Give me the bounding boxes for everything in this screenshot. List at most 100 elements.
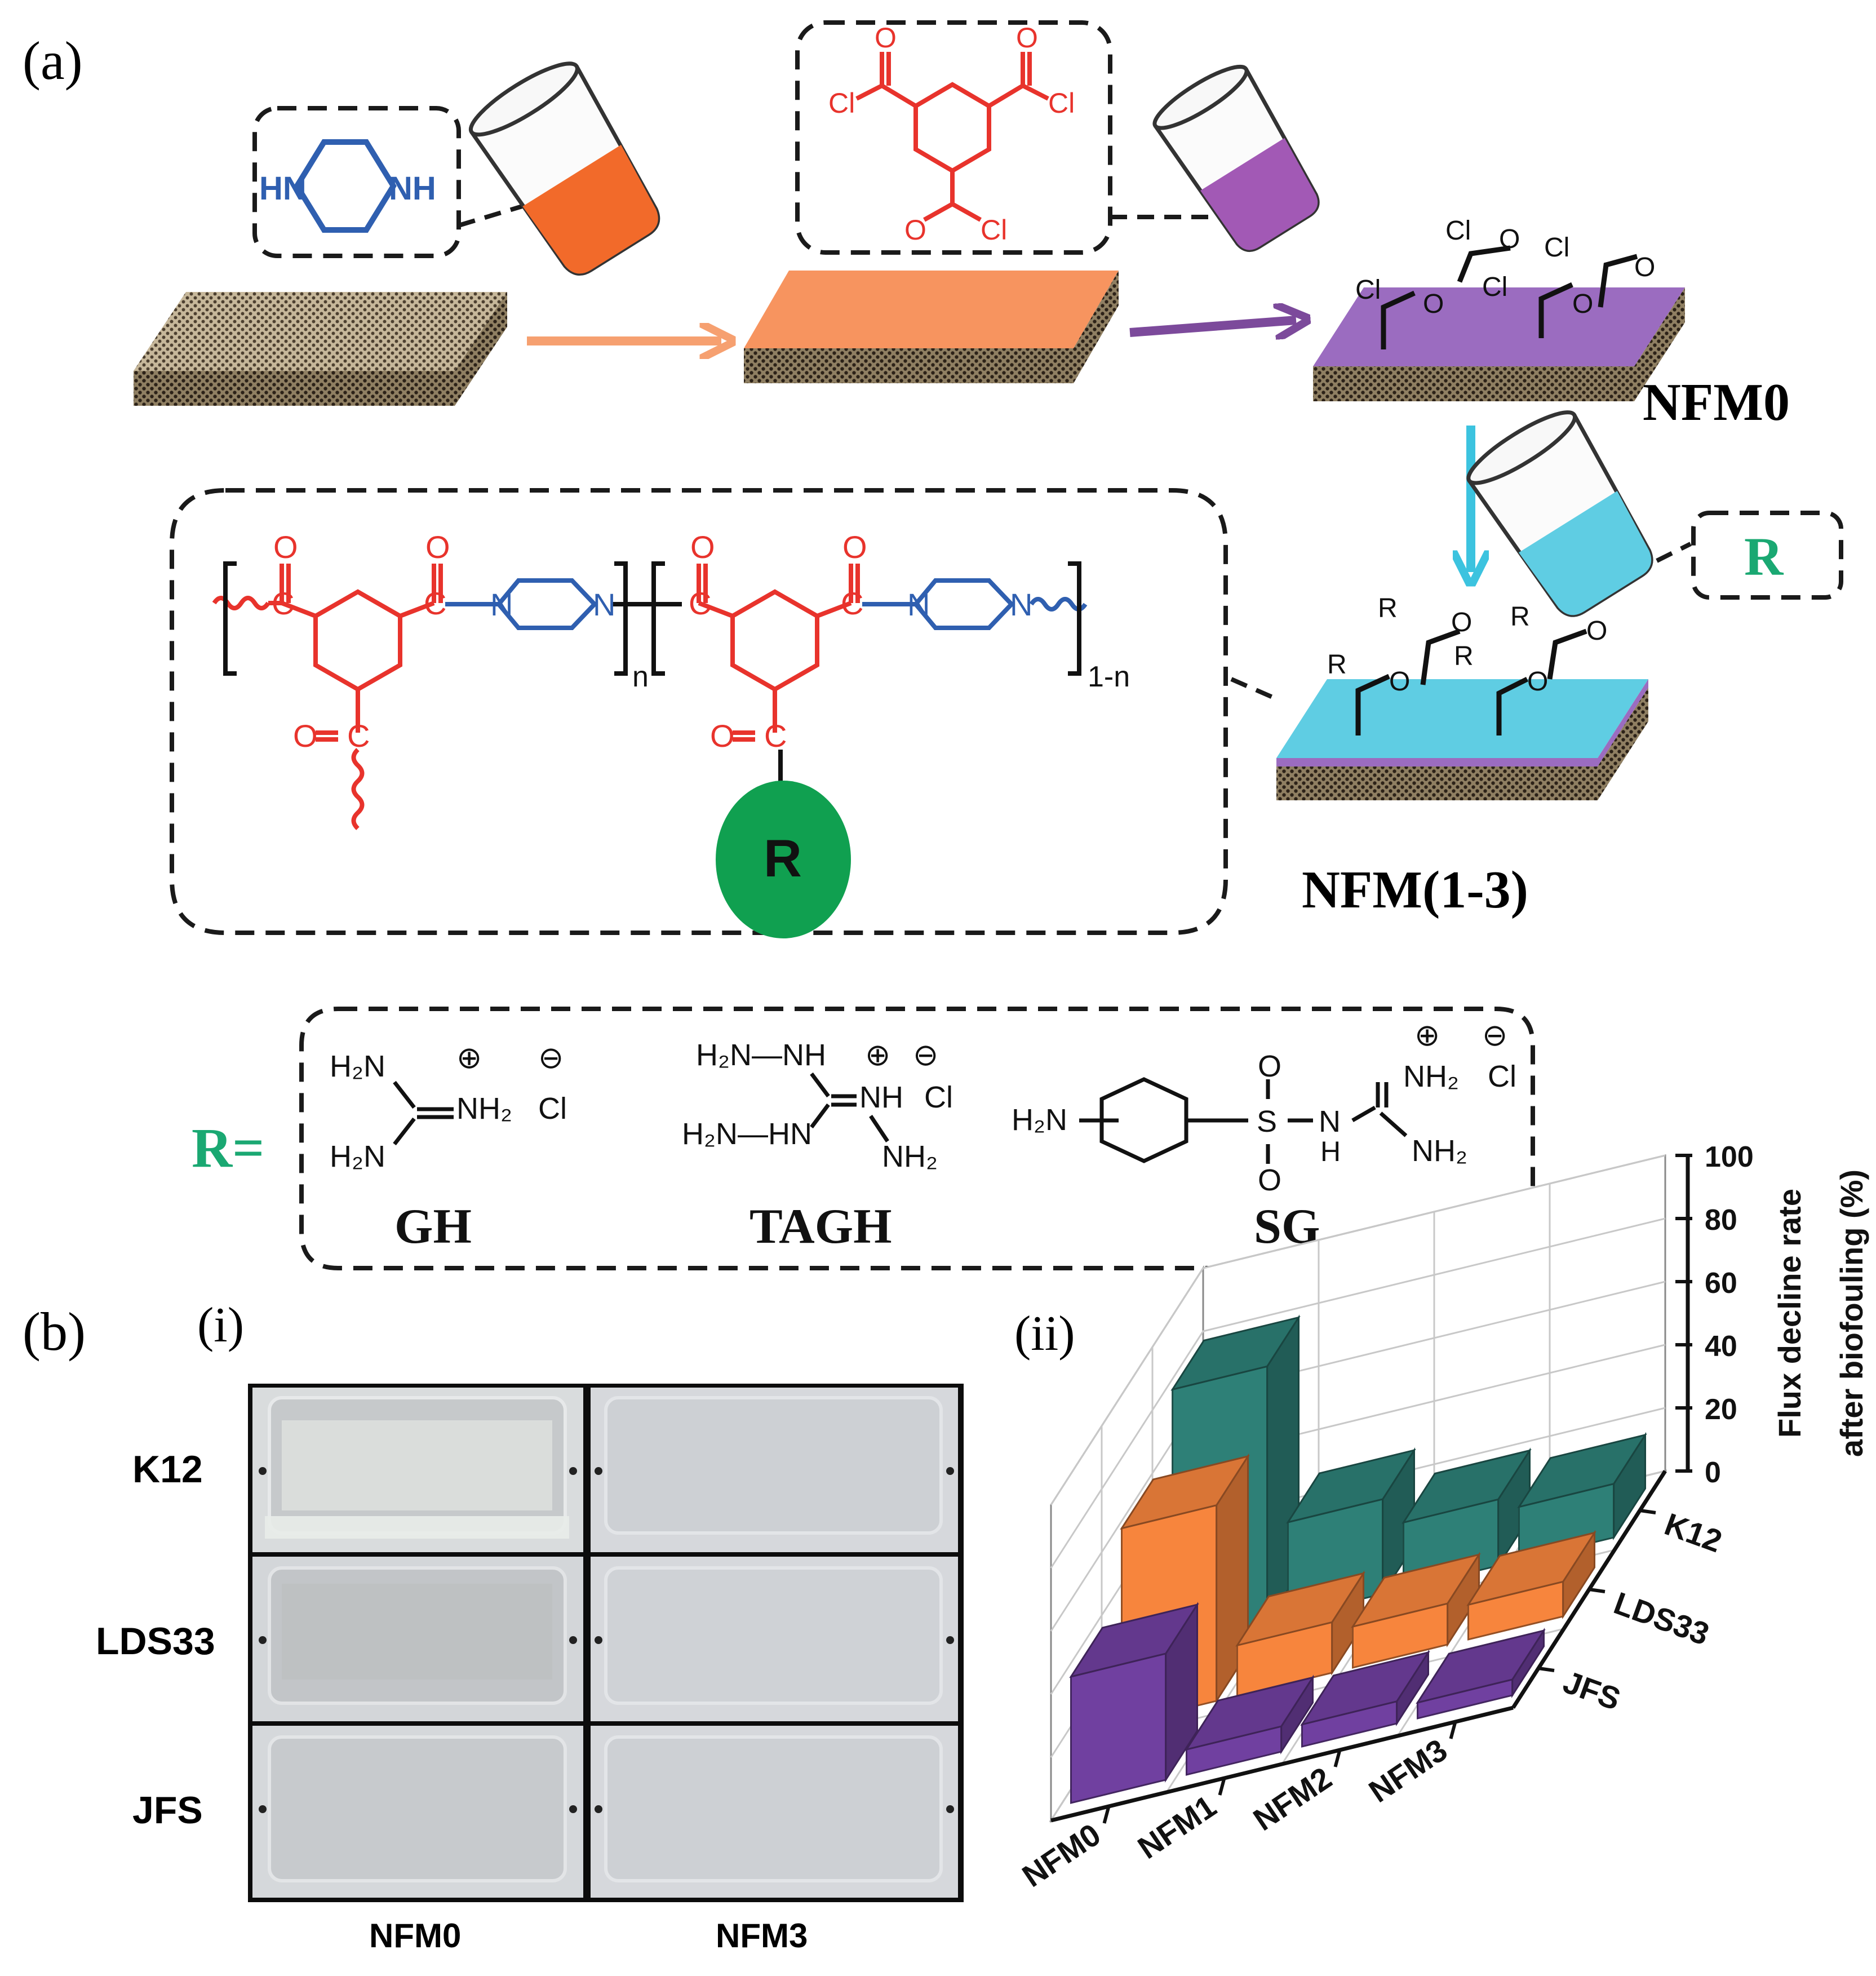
sg-minus: ⊖ [1482, 1018, 1507, 1052]
nfm13-r-4: R [1510, 602, 1530, 632]
bar-lds33-nfm3-top [1466, 1531, 1596, 1606]
z-axis-title-line-1: Flux decline rate [1772, 1189, 1807, 1438]
pip-coated-membrane [744, 271, 1119, 383]
nfm13-r-2: R [1378, 593, 1398, 623]
bar-lds33-nfm1-top [1235, 1572, 1365, 1647]
tagh-minus: ⊖ [913, 1038, 938, 1072]
y-tick-label-jfs: JFS [1559, 1664, 1625, 1717]
x-tick-label-nfm3: NFM3 [1363, 1732, 1454, 1809]
r-definition-box: R= H₂N ⊕ ⊖ NH₂ Cl H₂N GH H₂N—N [192, 1007, 1535, 1270]
photo-k12-nfm0 [252, 1388, 583, 1552]
polymer-sub-1n: 1-n [1088, 661, 1130, 693]
x-tick-label-nfm2: NFM2 [1247, 1760, 1338, 1837]
sg-line-3: O [1258, 1049, 1281, 1083]
photo-col-label-nfm0: NFM0 [369, 1917, 461, 1955]
nfm0-membrane: Cl O Cl O Cl O Cl O [1313, 216, 1685, 401]
tmc-cl-bottom: Cl [981, 214, 1007, 246]
polymer-n-1: N [490, 587, 513, 622]
nfm0-o-3: O [1572, 289, 1593, 319]
sg-line-7: NH₂ [1403, 1060, 1459, 1093]
x-tick-mark-0 [1102, 1806, 1111, 1824]
polymer-n-2: N [593, 587, 615, 622]
nfm0-cl-4: Cl [1544, 233, 1569, 263]
bar-jfs-nfm0-front [1070, 1652, 1167, 1804]
tmc-o-right: O [1016, 22, 1038, 54]
nfm13-label: NFM(1-3) [1302, 861, 1528, 919]
tmc-o-bottom: O [904, 214, 926, 246]
bar-k12-nfm3-top [1517, 1433, 1647, 1509]
tagh-name: TAGH [749, 1199, 892, 1254]
x-tick-mark-1 [1218, 1778, 1226, 1796]
z-axis-title-line-2: after biofouling (%) [1834, 1169, 1869, 1457]
gh-cl: Cl [538, 1092, 567, 1126]
panel-b-label: (b) [23, 1301, 86, 1362]
photo-jfs-nfm3 [591, 1726, 958, 1898]
y-tick-mark-2 [1538, 1667, 1555, 1672]
sg-line-8: NH₂ [1412, 1134, 1467, 1168]
panel-a: (a) HN NH [23, 20, 1843, 1270]
tagh-plus: ⊕ [865, 1038, 890, 1072]
beaker-cyan [1466, 410, 1653, 617]
tagh-line-3: H₂N—HN [682, 1117, 812, 1151]
gh-name: GH [394, 1199, 472, 1254]
y-tick-label-k12: K12 [1660, 1506, 1727, 1559]
z-tick-label-1: 20 [1705, 1393, 1737, 1426]
bar-jfs-nfm0-top [1069, 1603, 1199, 1678]
tmc-cl-right: Cl [1048, 87, 1075, 119]
x-tick-mark-2 [1333, 1749, 1342, 1767]
piperazine-callout: HN NH [252, 106, 525, 258]
x-tick-mark-3 [1449, 1721, 1457, 1739]
x-tick-label-nfm1: NFM1 [1132, 1788, 1223, 1866]
polymer-o-2: O [425, 529, 450, 565]
tmc-cl-left: Cl [828, 87, 855, 119]
z-tick-label-3: 60 [1705, 1267, 1737, 1300]
r-reagent-callout: R [1656, 511, 1843, 600]
y-tick-label-lds33: LDS33 [1609, 1585, 1714, 1652]
gh-plus: ⊕ [456, 1041, 482, 1075]
nfm0-cl-2: Cl [1445, 216, 1471, 246]
nfm0-o-2: O [1499, 224, 1520, 254]
nfm0-cl-1: Cl [1355, 275, 1381, 305]
photo-lds33-nfm0 [252, 1557, 583, 1721]
y-tick-mark-0 [1639, 1509, 1656, 1514]
polymer-sub-n: n [632, 661, 649, 693]
panel-b: (b) (i) [23, 1141, 1869, 1955]
tmc-callout: O O Cl Cl O Cl [795, 20, 1229, 255]
nfm13-o-3: O [1527, 667, 1548, 697]
beaker-orange [468, 61, 660, 276]
photo-k12-nfm3 [591, 1388, 958, 1552]
bar-k12-nfm1-top [1286, 1448, 1416, 1524]
y-tick-mark-1 [1589, 1588, 1606, 1593]
compound-sg: H₂N S O O N H N [1012, 1018, 1516, 1254]
nfm13-o-4: O [1586, 616, 1607, 646]
bar-k12-nfm2-top [1402, 1449, 1532, 1524]
compound-tagh: H₂N—NH ⊕ ⊖ NH Cl H₂N—HN NH₂ TAGH [682, 1038, 953, 1254]
beaker-purple [1152, 64, 1320, 252]
polymer-c-4: C [689, 586, 711, 621]
polymer-structure-callout: O C O C N N O C n O C O C N N O C 1-n R [170, 488, 1278, 938]
photo-grid [248, 1384, 964, 1902]
sg-line-1: H₂N [1012, 1103, 1067, 1137]
nfm0-label: NFM0 [1643, 373, 1790, 432]
bar-jfs-nfm1-top [1185, 1676, 1315, 1751]
bar-jfs-nfm3-top [1416, 1629, 1546, 1704]
photo-lds33-nfm3 [591, 1557, 958, 1721]
nfm13-r-1: R [1327, 650, 1347, 680]
r-group-circle [716, 781, 851, 938]
nfm0-o-1: O [1423, 289, 1444, 319]
bar-k12-nfm0-top [1170, 1316, 1301, 1391]
nfm0-cl-3: Cl [1482, 272, 1507, 302]
r-definition-prefix: R= [192, 1117, 264, 1179]
nfm13-o-2: O [1451, 608, 1472, 637]
photo-row-label-k12: K12 [132, 1448, 203, 1491]
polymer-n-4: N [1010, 587, 1032, 622]
sg-cl: Cl [1488, 1060, 1516, 1093]
photo-row-label-jfs: JFS [132, 1789, 203, 1832]
support-membrane [134, 292, 507, 406]
tagh-cl: Cl [924, 1080, 953, 1114]
gh-line-3: H₂N [330, 1140, 385, 1173]
tagh-line-4: NH₂ [882, 1140, 938, 1173]
polymer-c-5: C [841, 586, 863, 621]
